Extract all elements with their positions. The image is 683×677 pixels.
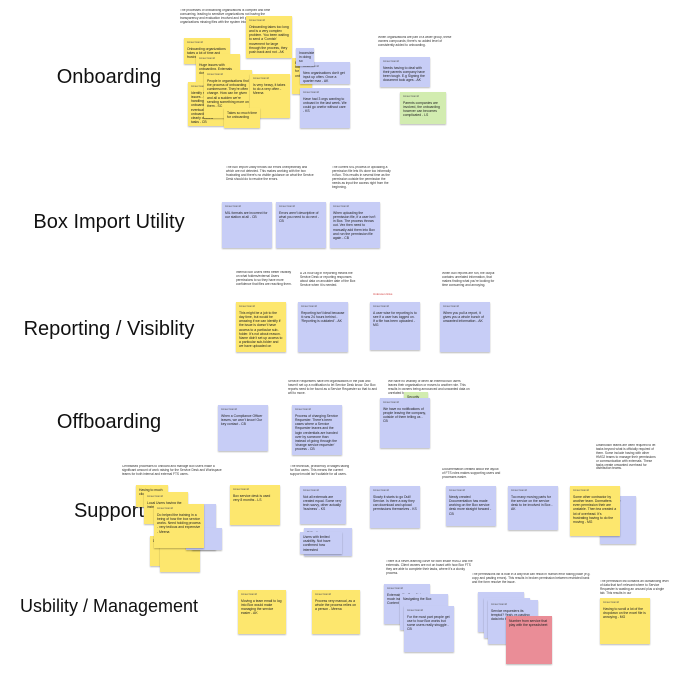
problem-statement: The technical, proficiency of stages tak… — [290, 465, 350, 476]
sticky-note[interactable]: Takes so much time for onboarding — [224, 108, 260, 128]
row-label-usability-management: Usbility / Management — [19, 596, 199, 616]
problem-statement: Service Requesters have left organisatio… — [288, 380, 377, 394]
problem-statement: When organizations are part of a wider g… — [378, 36, 452, 47]
problem-statement: Documentation created about the layout o… — [442, 468, 501, 479]
row-label-onboarding: Onboarding — [56, 66, 162, 88]
problem-statement: A 24 hour lag in Reporting means the Ser… — [300, 272, 356, 287]
problem-statement: The permissions list is built in a way t… — [472, 573, 591, 584]
problem-statement: Distribution teams are often required to… — [596, 444, 656, 471]
problem-statement: The permission list contains an outstand… — [600, 580, 669, 594]
problem-statement: The Box Import Utility throws out errors… — [226, 166, 314, 181]
annotation-text: Unknown links — [373, 292, 393, 296]
sticky-note[interactable]: Users with limited usability. Not have c… — [300, 532, 342, 554]
row-label-reporting-visibility: Reporting / Visiblity — [23, 318, 195, 340]
sticky-note[interactable] — [160, 546, 200, 572]
row-label-offboarding: Offboarding — [56, 411, 162, 433]
problem-statement: There is a never-learning curve for both… — [386, 560, 473, 575]
sticky-note[interactable]: Inconsistency in doing so — [296, 48, 314, 66]
problem-statement: When Box reports are run, the output con… — [442, 272, 495, 287]
problem-statement: We have no visibility of when an externa… — [388, 380, 470, 395]
problem-statement: Internal Box Users need better visibilit… — [236, 271, 292, 286]
problem-statement: The processes of onboarding organization… — [180, 9, 278, 24]
sticky-note[interactable]: Number from service that play with the s… — [506, 616, 552, 664]
problem-statement: The current MIL process of uploading a p… — [332, 166, 391, 189]
problem-statement: Centralised processes to onboard and man… — [122, 465, 222, 476]
row-label-support: Support — [73, 500, 145, 522]
row-label-box-import-utility: Box Import Utility — [33, 211, 185, 233]
